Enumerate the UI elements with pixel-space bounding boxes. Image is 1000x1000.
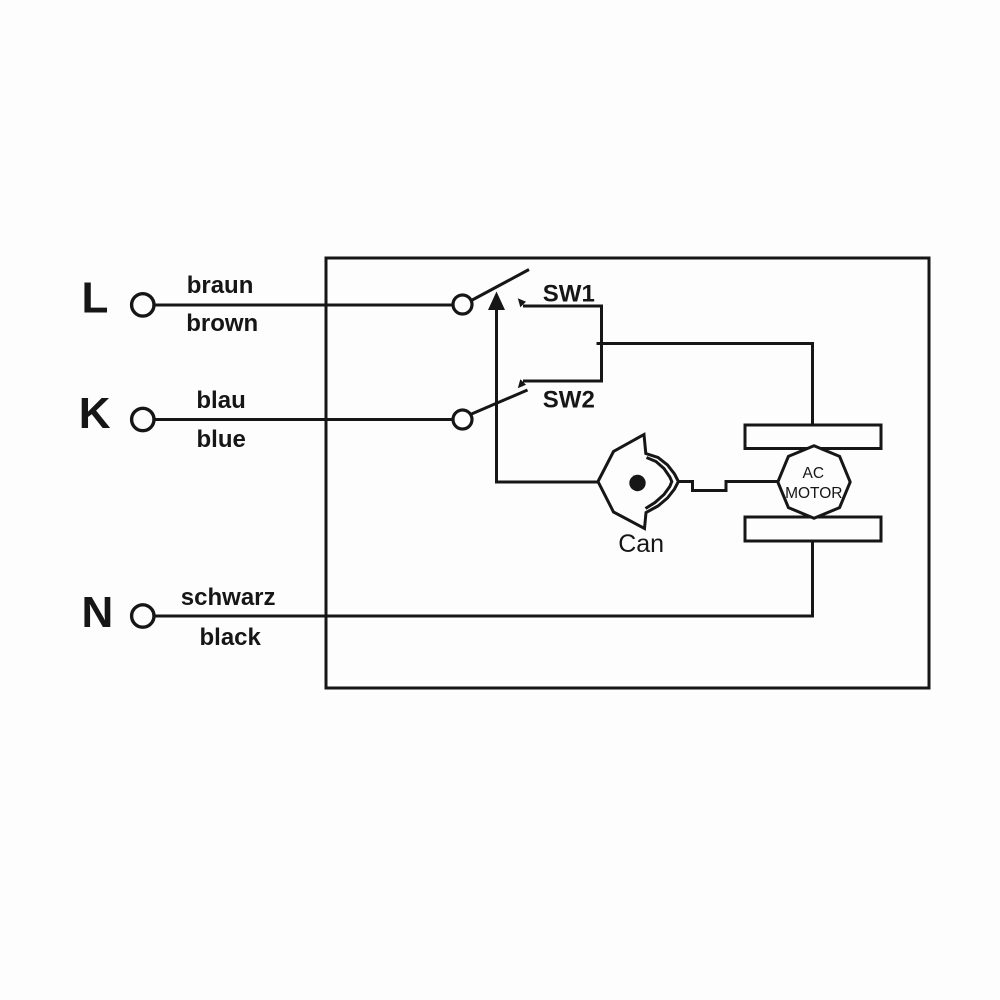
svg-text:braun: braun (187, 272, 254, 299)
svg-text:blue: blue (197, 426, 246, 453)
svg-text:MOTOR: MOTOR (785, 485, 842, 502)
svg-text:SW2: SW2 (543, 387, 595, 414)
svg-text:blau: blau (196, 387, 245, 414)
svg-text:black: black (200, 624, 262, 651)
svg-text:AC: AC (803, 465, 825, 482)
svg-text:brown: brown (186, 310, 258, 337)
svg-text:N: N (82, 588, 114, 637)
svg-text:L: L (82, 274, 109, 323)
svg-text:SW1: SW1 (543, 281, 595, 308)
svg-text:schwarz: schwarz (181, 584, 276, 611)
svg-text:K: K (79, 389, 111, 438)
svg-text:Can: Can (618, 530, 664, 558)
